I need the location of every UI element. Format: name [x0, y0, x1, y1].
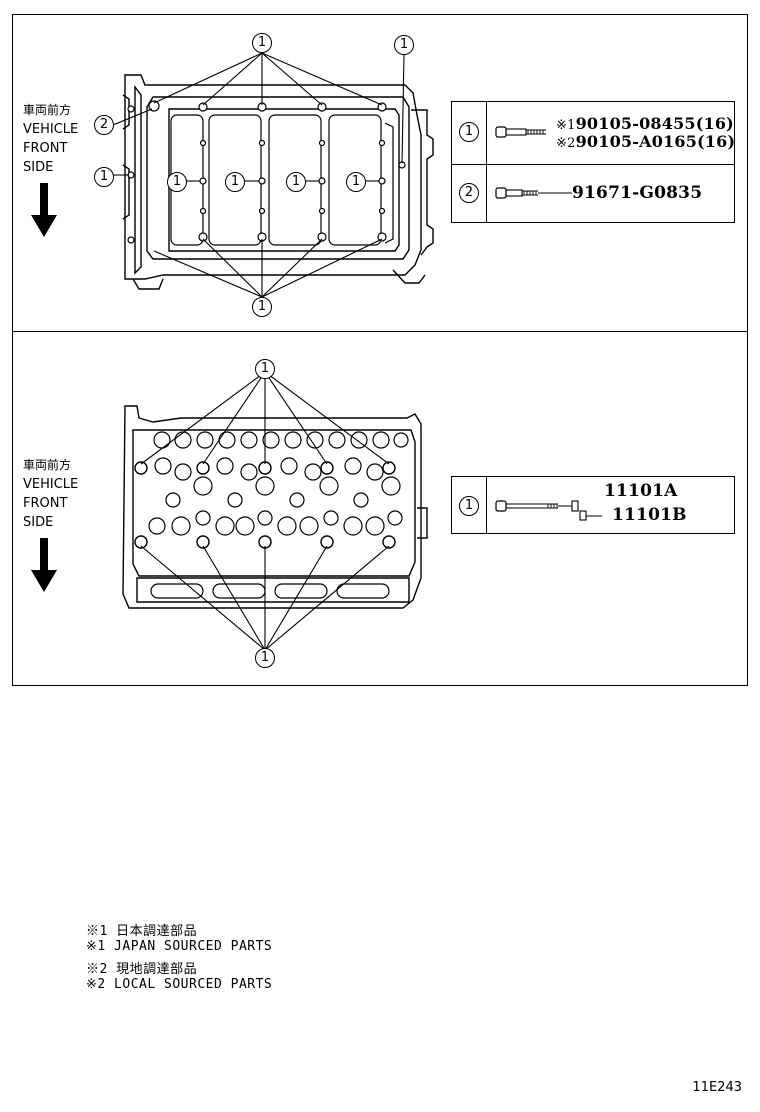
parts-table: 1 11101A 11101B [451, 476, 735, 534]
note-local-en: ※2 LOCAL SOURCED PARTS [86, 977, 273, 992]
row-index: 1 [459, 122, 479, 142]
direction-line1: VEHICLE [23, 477, 79, 492]
top-panel: 車両前方 VEHICLE FRONT SIDE [12, 14, 748, 332]
parts-row: 1 ※190105-08455(16) ※290105-A0165(16) [452, 102, 735, 165]
arrow-down-icon [31, 538, 57, 592]
direction-line2: FRONT [23, 496, 68, 511]
head-bolt-washer-icon [495, 500, 602, 521]
bottom-panel: 車両前方 VEHICLE FRONT SIDE [12, 331, 748, 686]
direction-line3: SIDE [23, 515, 54, 530]
index-column [452, 102, 487, 222]
note-japan-jp: ※1 日本調達部品 [86, 924, 198, 939]
part-number: 91671-G0835 [572, 183, 703, 203]
callout-1: 1 [255, 648, 275, 668]
parts-table: 1 ※190105-08455(16) ※290105-A0165(16) 2 … [451, 101, 735, 223]
direction-line3: SIDE [23, 160, 54, 175]
part-number: ※290105-A0165(16) [556, 132, 735, 151]
part-number-b: 11101B [612, 505, 687, 525]
note-local-jp: ※2 現地調達部品 [86, 962, 198, 977]
bolt-icon [495, 126, 546, 138]
callout-1: 1 [94, 167, 114, 187]
parts-row: 2 91671-G0835 [452, 164, 734, 222]
direction-line1: VEHICLE [23, 122, 79, 137]
vehicle-front-label: 車両前方 VEHICLE FRONT SIDE [23, 456, 78, 532]
stud-bolt-icon [495, 187, 572, 199]
callout-1: 1 [255, 359, 275, 379]
callout-1: 1 [346, 172, 366, 192]
part-number-local: 90105-A0165(16) [575, 132, 736, 151]
callout-2: 2 [94, 115, 114, 135]
vehicle-front-label: 車両前方 VEHICLE FRONT SIDE [23, 101, 78, 177]
callout-1: 1 [394, 35, 414, 55]
row-index: 1 [459, 496, 479, 516]
callout-1: 1 [225, 172, 245, 192]
callout-1: 1 [286, 172, 306, 192]
callout-1: 1 [252, 33, 272, 53]
arrow-down-icon [31, 183, 57, 237]
part-number: ※190105-08455(16) [556, 114, 734, 133]
direction-jp: 車両前方 [23, 103, 72, 117]
callout-1: 1 [252, 297, 272, 317]
direction-line2: FRONT [23, 141, 68, 156]
row-index: 2 [459, 183, 479, 203]
note-japan-en: ※1 JAPAN SOURCED PARTS [86, 939, 273, 954]
part-number-a: 11101A [604, 481, 678, 501]
direction-jp: 車両前方 [23, 458, 72, 472]
sourcing-marker: ※1 [556, 118, 576, 133]
diagram-code: 11E243 [692, 1080, 742, 1095]
cylinder-head-drawing [122, 371, 428, 651]
part-number-japan: 90105-08455(16) [575, 114, 734, 133]
callout-1: 1 [167, 172, 187, 192]
index-column [452, 477, 487, 533]
sourcing-marker: ※2 [556, 136, 576, 151]
cylinder-block-drawing [112, 52, 434, 298]
